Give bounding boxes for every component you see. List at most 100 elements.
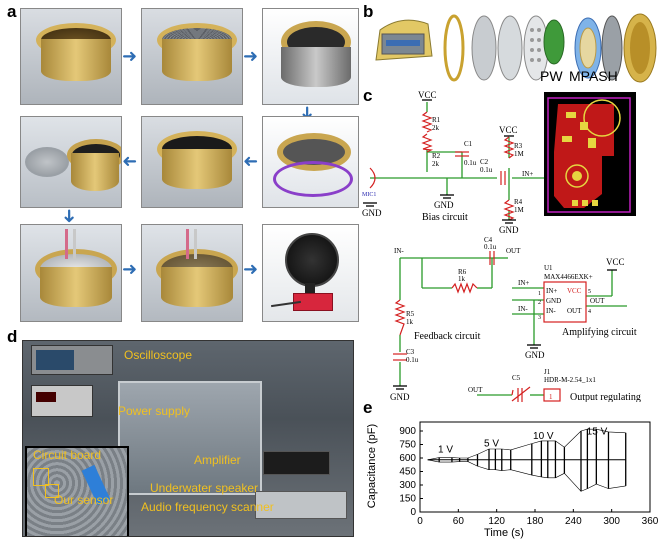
gnd-label: GND — [434, 200, 454, 210]
pin-4: 4 — [588, 309, 591, 315]
c3-value: 0.1u — [406, 356, 419, 364]
label-amplifier: Amplifier — [194, 453, 241, 467]
vcc-label: VCC — [499, 125, 518, 135]
label-oscilloscope: Oscilloscope — [124, 348, 193, 362]
out-label: OUT — [468, 386, 483, 394]
r2-value: 2k — [432, 160, 440, 168]
panel-label-a: a — [7, 2, 17, 21]
amplifying-circuit-label: Amplifying circuit — [562, 327, 637, 338]
c1-label: C1 — [464, 140, 473, 148]
pin-gnd: GND — [546, 297, 561, 305]
out-label: OUT — [506, 247, 521, 255]
r6-label: R6 — [458, 268, 467, 276]
photo-sensor-with-board — [262, 224, 359, 322]
bias-circuit-label: Bias circuit — [422, 212, 468, 223]
part-number: MAX4466EXK+ — [544, 273, 593, 281]
r3-label: R3 — [514, 142, 523, 150]
arrow-left-icon: ➜ — [122, 151, 138, 171]
voltage-annotation: 1 V — [438, 445, 453, 456]
pin-vcc: VCC — [567, 287, 582, 295]
x-tick-label: 240 — [565, 516, 582, 527]
amplifier-device — [263, 451, 330, 475]
gnd-label: GND — [362, 208, 382, 218]
x-tick-label: 300 — [603, 516, 620, 527]
u1-label: U1 — [544, 264, 553, 272]
mic-label: MIC1 — [362, 192, 376, 198]
connector-label: HDR-M-2.54_1x1 — [544, 376, 596, 384]
label-audio-frequency-scanner: Audio frequency scanner — [141, 500, 274, 514]
exploded-view-diagram — [375, 13, 657, 83]
gnd-label: GND — [390, 392, 410, 402]
r5-label: R5 — [406, 310, 415, 318]
photo-cup-dark-film — [141, 116, 243, 208]
label-circuit-board: Circuit board — [33, 448, 102, 462]
arrow-right-icon: ➜ — [122, 46, 138, 66]
chart-series — [427, 428, 627, 492]
pin-3: 3 — [538, 315, 541, 321]
pin-out: OUT — [567, 307, 582, 315]
in-plus-label: IN+ — [522, 170, 533, 178]
panel-label-d: d — [7, 327, 18, 346]
x-tick-label: 120 — [488, 516, 505, 527]
gnd-label: GND — [499, 225, 519, 235]
amp-in-plus-label: IN+ — [518, 279, 529, 287]
output-regulating-label: Output regulating — [570, 392, 641, 402]
y-tick-label: 450 — [399, 467, 416, 478]
arrow-right-icon: ➜ — [243, 46, 259, 66]
audio-scanner-device — [255, 491, 347, 519]
label-our-sensor: Our sensor — [54, 493, 114, 507]
label-underwater-speaker: Underwater speaker — [150, 481, 259, 495]
y-tick-label: 150 — [399, 494, 416, 505]
arrow-right-icon: ➜ — [243, 259, 259, 279]
panel-label-b: b — [363, 2, 374, 21]
r2-label: R2 — [432, 152, 441, 160]
label-pw: PW — [540, 68, 563, 84]
arrow-down-icon: ➜ — [59, 208, 80, 224]
voltage-annotation: 5 V — [484, 438, 499, 449]
y-tick-label: 750 — [399, 440, 416, 451]
series-lower-envelope — [427, 459, 626, 492]
y-tick-label: 0 — [410, 507, 416, 518]
voltage-annotation: 10 V — [533, 431, 554, 442]
arrow-right-icon: ➜ — [122, 259, 138, 279]
photo-cup-ring — [262, 116, 359, 208]
panel-d-setup-photo — [22, 340, 354, 537]
pin-1-label: 1 — [549, 393, 553, 401]
r4-label: R4 — [514, 198, 523, 206]
y-tick-label: 900 — [399, 426, 416, 437]
c2-value: 0.1u — [480, 166, 493, 174]
vcc-label: VCC — [418, 90, 437, 100]
photo-disc-and-cup — [20, 116, 122, 208]
power-supply-device — [31, 385, 93, 417]
y-axis-label: Capacitance (pF) — [366, 424, 378, 508]
voltage-annotation: 15 V — [587, 427, 608, 438]
pin-1: 1 — [538, 291, 541, 297]
photo-cup-wired — [20, 224, 122, 322]
inset-sensor-photo — [25, 446, 129, 536]
chart-annotations: 1 V 5 V 10 V 15 V — [438, 427, 608, 456]
circuit-schematic: VCC VCC VCC GND GND GND GND GND R1 2k R2… — [362, 90, 641, 402]
pin-2: 2 — [538, 300, 541, 306]
r4-value: 1M — [514, 206, 525, 214]
panel-label-c: c — [363, 86, 373, 105]
photo-cup-sealed — [141, 224, 243, 322]
x-axis-label: Time (s) — [484, 527, 524, 539]
pcb-layout — [544, 92, 636, 216]
water-tank — [118, 381, 262, 495]
oscilloscope-device — [31, 345, 113, 375]
photo-cup-tilted — [262, 8, 359, 105]
photo-empty-cup — [20, 8, 122, 105]
vcc-label: VCC — [606, 257, 625, 267]
j1-label: J1 — [544, 368, 551, 376]
series-upper-envelope — [427, 428, 626, 461]
r3-value: 1M — [514, 150, 525, 158]
label-power-supply: Power supply — [118, 404, 191, 418]
in-minus-label: IN- — [394, 247, 404, 255]
c3-label: C3 — [406, 348, 415, 356]
x-tick-label: 180 — [527, 516, 544, 527]
c4-value: 0.1u — [484, 243, 497, 251]
feedback-circuit-label: Feedback circuit — [414, 331, 481, 342]
c1-value: 0.1u — [464, 159, 477, 167]
x-tick-label: 360 — [642, 516, 659, 527]
